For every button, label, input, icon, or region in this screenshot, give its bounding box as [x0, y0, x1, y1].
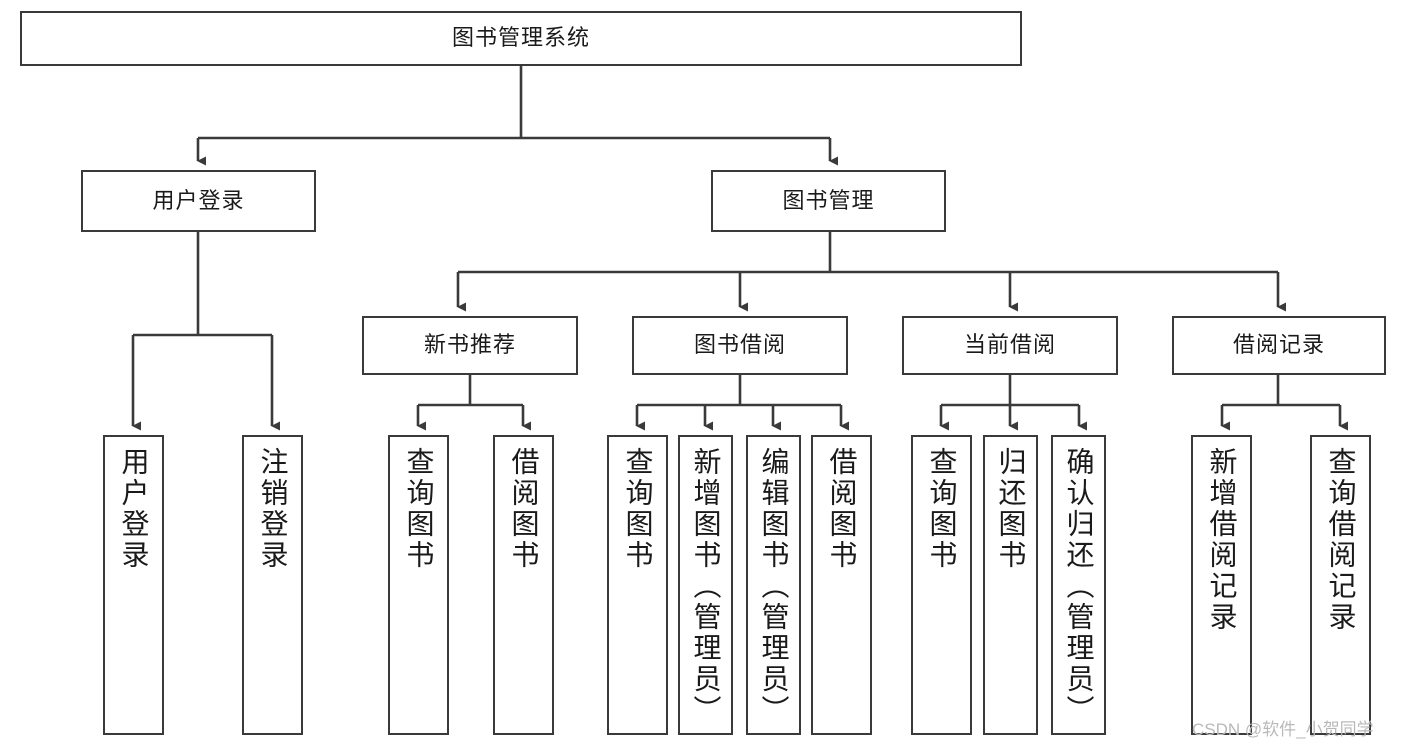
node-current-borrow[interactable]: 当前借阅: [902, 316, 1118, 375]
leaf-confirm-return[interactable]: 确认归还（管理员）: [1051, 435, 1106, 735]
leaf-add-record-label: 新增借阅记录: [1206, 447, 1238, 633]
leaf-query-record[interactable]: 查询借阅记录: [1310, 435, 1371, 735]
node-user-login-label: 用户登录: [152, 187, 245, 213]
node-new-book-recommend-label: 新书推荐: [423, 332, 516, 358]
leaf-borrow-book-1[interactable]: 借阅图书: [493, 435, 554, 735]
leaf-add-book-label: 新增图书（管理员）: [690, 447, 722, 726]
leaf-user-login[interactable]: 用户登录: [103, 435, 164, 735]
node-root-label: 图书管理系统: [451, 25, 590, 51]
leaf-borrow-book-1-label: 借阅图书: [508, 447, 540, 571]
node-book-manage[interactable]: 图书管理: [711, 170, 946, 232]
leaf-query-book-1[interactable]: 查询图书: [388, 435, 449, 735]
leaf-confirm-return-label: 确认归还（管理员）: [1063, 447, 1095, 726]
leaf-edit-book-label: 编辑图书（管理员）: [758, 447, 790, 726]
leaf-edit-book[interactable]: 编辑图书（管理员）: [746, 435, 801, 735]
node-user-login[interactable]: 用户登录: [81, 170, 316, 232]
leaf-add-record[interactable]: 新增借阅记录: [1191, 435, 1252, 735]
leaf-add-book[interactable]: 新增图书（管理员）: [678, 435, 733, 735]
leaf-query-record-label: 查询借阅记录: [1325, 447, 1357, 633]
leaf-query-book-2-label: 查询图书: [622, 447, 654, 571]
leaf-borrow-book-2-label: 借阅图书: [826, 447, 858, 571]
node-root[interactable]: 图书管理系统: [20, 11, 1022, 66]
leaf-query-book-1-label: 查询图书: [403, 447, 435, 571]
node-current-borrow-label: 当前借阅: [963, 332, 1056, 358]
node-new-book-recommend[interactable]: 新书推荐: [362, 316, 578, 375]
leaf-logout-label: 注销登录: [257, 447, 289, 571]
leaf-query-book-3-label: 查询图书: [926, 447, 958, 571]
node-book-borrow[interactable]: 图书借阅: [632, 316, 848, 375]
node-book-manage-label: 图书管理: [782, 187, 875, 213]
node-borrow-record[interactable]: 借阅记录: [1172, 316, 1386, 375]
leaf-query-book-2[interactable]: 查询图书: [607, 435, 668, 735]
leaf-borrow-book-2[interactable]: 借阅图书: [811, 435, 872, 735]
leaf-logout[interactable]: 注销登录: [242, 435, 303, 735]
node-book-borrow-label: 图书借阅: [693, 332, 786, 358]
leaf-return-book-label: 归还图书: [995, 447, 1027, 571]
leaf-query-book-3[interactable]: 查询图书: [911, 435, 972, 735]
leaf-user-login-label: 用户登录: [118, 447, 150, 571]
leaf-return-book[interactable]: 归还图书: [983, 435, 1038, 735]
node-borrow-record-label: 借阅记录: [1232, 332, 1325, 358]
csdn-watermark: CSDN @软件_小贺同学: [1192, 720, 1374, 739]
